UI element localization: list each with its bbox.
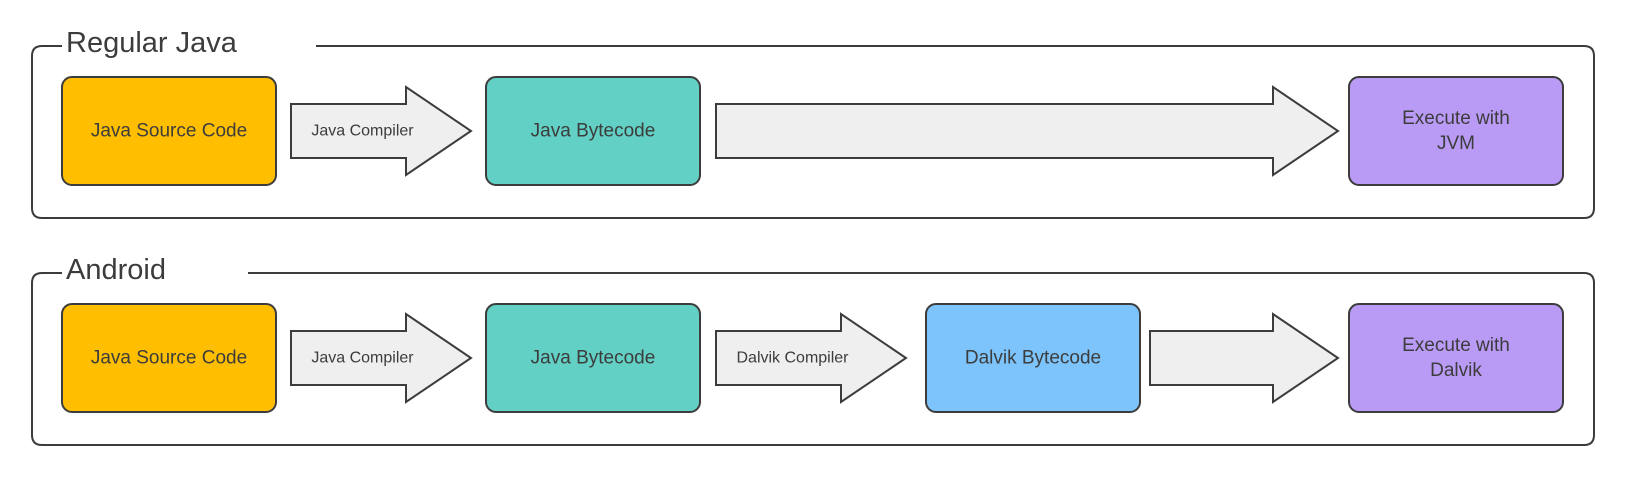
android-group-title: Android: [66, 254, 166, 286]
arrow-shape: [290, 312, 473, 404]
android-java-bytecode-box: Java Bytecode: [485, 303, 701, 413]
regular-java-source-box: Java Source Code: [61, 76, 277, 186]
box-label-line-2: Dalvik: [1430, 360, 1482, 381]
android-execute-box: Execute with Dalvik: [1348, 303, 1564, 413]
regular-java-execute-box: Execute with JVM: [1348, 76, 1564, 186]
arrow-shape: [715, 85, 1340, 177]
box-label-line-2: JVM: [1437, 133, 1475, 154]
arrow-label: Java Compiler: [311, 350, 414, 367]
android-java-compiler-arrow: Java Compiler: [290, 312, 473, 404]
box-shape: [485, 76, 701, 186]
box-label-line-1: Execute with: [1402, 335, 1510, 356]
arrow-label: Java Compiler: [311, 123, 414, 140]
box-shape: [1348, 76, 1564, 186]
arrow-shape: [1149, 312, 1340, 404]
android-dalvik-bytecode-box: Dalvik Bytecode: [925, 303, 1141, 413]
box-label: Java Source Code: [91, 348, 247, 369]
box-shape: [61, 76, 277, 186]
regular-java-long-arrow: [715, 85, 1340, 177]
regular-java-compiler-arrow: Java Compiler: [290, 85, 473, 177]
android-source-box: Java Source Code: [61, 303, 277, 413]
android-execute-arrow: [1149, 312, 1340, 404]
arrow-label: Dalvik Compiler: [736, 350, 849, 367]
box-shape: [925, 303, 1141, 413]
box-shape: [61, 303, 277, 413]
box-label: Java Source Code: [91, 121, 247, 142]
box-label: Java Bytecode: [531, 348, 656, 369]
box-shape: [1348, 303, 1564, 413]
regular-java-bytecode-box: Java Bytecode: [485, 76, 701, 186]
box-label: Dalvik Bytecode: [965, 348, 1101, 369]
box-label-line-1: Execute with: [1402, 108, 1510, 129]
regular-java-group-title: Regular Java: [66, 27, 238, 59]
regular-java-group-frame: [31, 45, 1595, 219]
android-dalvik-compiler-arrow: Dalvik Compiler: [715, 312, 908, 404]
arrow-shape: [715, 312, 908, 404]
box-label: Java Bytecode: [531, 121, 656, 142]
android-group-frame: [31, 272, 1595, 446]
arrow-shape: [290, 85, 473, 177]
box-shape: [485, 303, 701, 413]
